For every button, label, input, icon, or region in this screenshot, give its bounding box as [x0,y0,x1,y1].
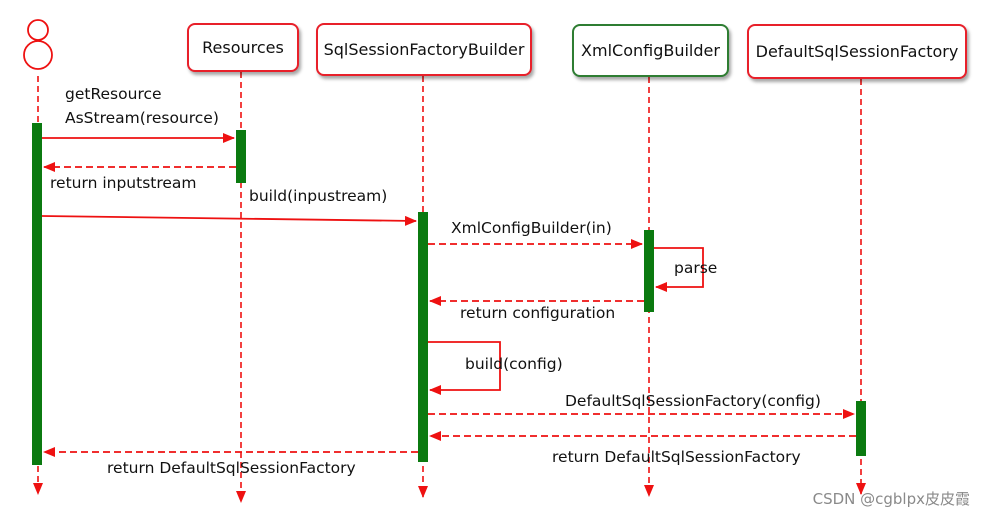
participant-label: DefaultSqlSessionFactory [755,42,959,61]
message-label-build-config: build(config) [465,355,563,373]
watermark: CSDN @cgblpx皮皮霞 [812,490,970,508]
message-label-return-configuration: return configuration [460,304,616,322]
message-label-parse: parse [674,259,718,277]
message-label-return-factory-left: return DefaultSqlSessionFactory [107,459,356,477]
message-label-xml-config-builder: XmlConfigBuilder(in) [451,219,612,237]
build-config-self-arrow [428,341,501,395]
parse-self-arrow [654,247,704,292]
message-label-build-inputstream: build(inpustream) [249,187,388,205]
participant-xmlconfigbuilder: XmlConfigBuilder [572,24,729,77]
participant-resources: Resources [187,23,299,72]
factory-activation-bar [856,401,866,456]
build-inputstream-arrow [41,215,417,226]
actor-icon [23,19,53,70]
participant-label: Resources [202,38,284,57]
message-label-return-inputstream: return inputstream [50,174,197,192]
participant-label: SqlSessionFactoryBuilder [323,40,525,59]
message-label-get-resource-line2: AsStream(resource) [65,109,219,127]
xml-activation-bar [644,230,654,312]
participant-label: XmlConfigBuilder [581,41,720,60]
builder-activation-bar [418,212,428,462]
participant-sqlsessionfactorybuilder: SqlSessionFactoryBuilder [316,23,532,76]
message-label-return-factory-right: return DefaultSqlSessionFactory [552,448,801,466]
message-label-get-resource-line1: getResource [65,85,162,103]
message-label-factory-constructor: DefaultSqlSessionFactory(config) [565,392,821,410]
resources-activation-bar [236,130,246,183]
actor-activation-bar [32,123,42,465]
participant-defaultsqlsessionfactory: DefaultSqlSessionFactory [747,24,967,79]
